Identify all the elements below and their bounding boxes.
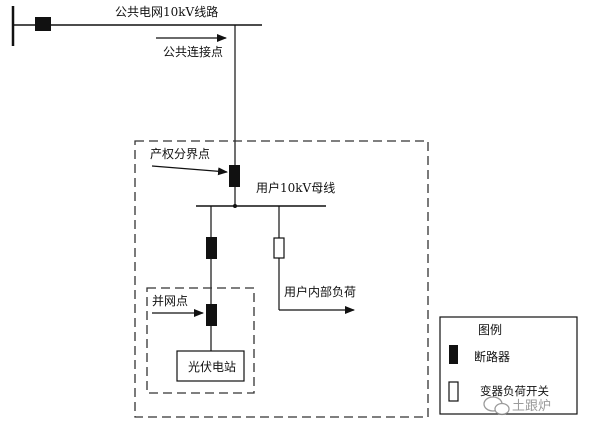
grid-connection-breaker bbox=[206, 304, 217, 326]
legend: 图例 断路器 变器负荷开关 bbox=[439, 316, 578, 415]
pv-station-box bbox=[176, 350, 245, 382]
load-switch bbox=[273, 237, 285, 259]
public-line-breaker bbox=[35, 17, 51, 31]
user-busbar-label: 用户10kV母线 bbox=[256, 180, 335, 195]
pv-station-label: 光伏电站 bbox=[188, 360, 236, 374]
legend-title: 图例 bbox=[478, 323, 502, 337]
property-boundary-arrow bbox=[151, 165, 228, 176]
pv-group-boundary bbox=[146, 287, 255, 394]
legend-breaker-symbol bbox=[449, 345, 458, 364]
public-connection-point-label: 公共连接点 bbox=[163, 44, 223, 59]
legend-other-label: 变器负荷开关 bbox=[480, 384, 549, 398]
property-boundary-breaker bbox=[229, 165, 240, 187]
legend-breaker-label: 断路器 bbox=[474, 349, 510, 364]
user-boundary bbox=[134, 140, 429, 418]
grid-connection-point-label: 并网点 bbox=[152, 294, 188, 308]
legend-other-symbol bbox=[448, 381, 459, 402]
user-internal-load-label: 用户内部负荷 bbox=[284, 284, 356, 299]
feeder-breaker bbox=[206, 237, 217, 259]
watermark-text: 土跟炉 bbox=[512, 399, 551, 414]
watermark: 土跟炉 bbox=[483, 396, 551, 416]
public-10kv-line bbox=[11, 6, 262, 46]
public-line-label: 公共电网10kV线路 bbox=[115, 4, 218, 19]
busbar-junction bbox=[233, 204, 237, 208]
property-boundary-label: 产权分界点 bbox=[150, 147, 210, 161]
